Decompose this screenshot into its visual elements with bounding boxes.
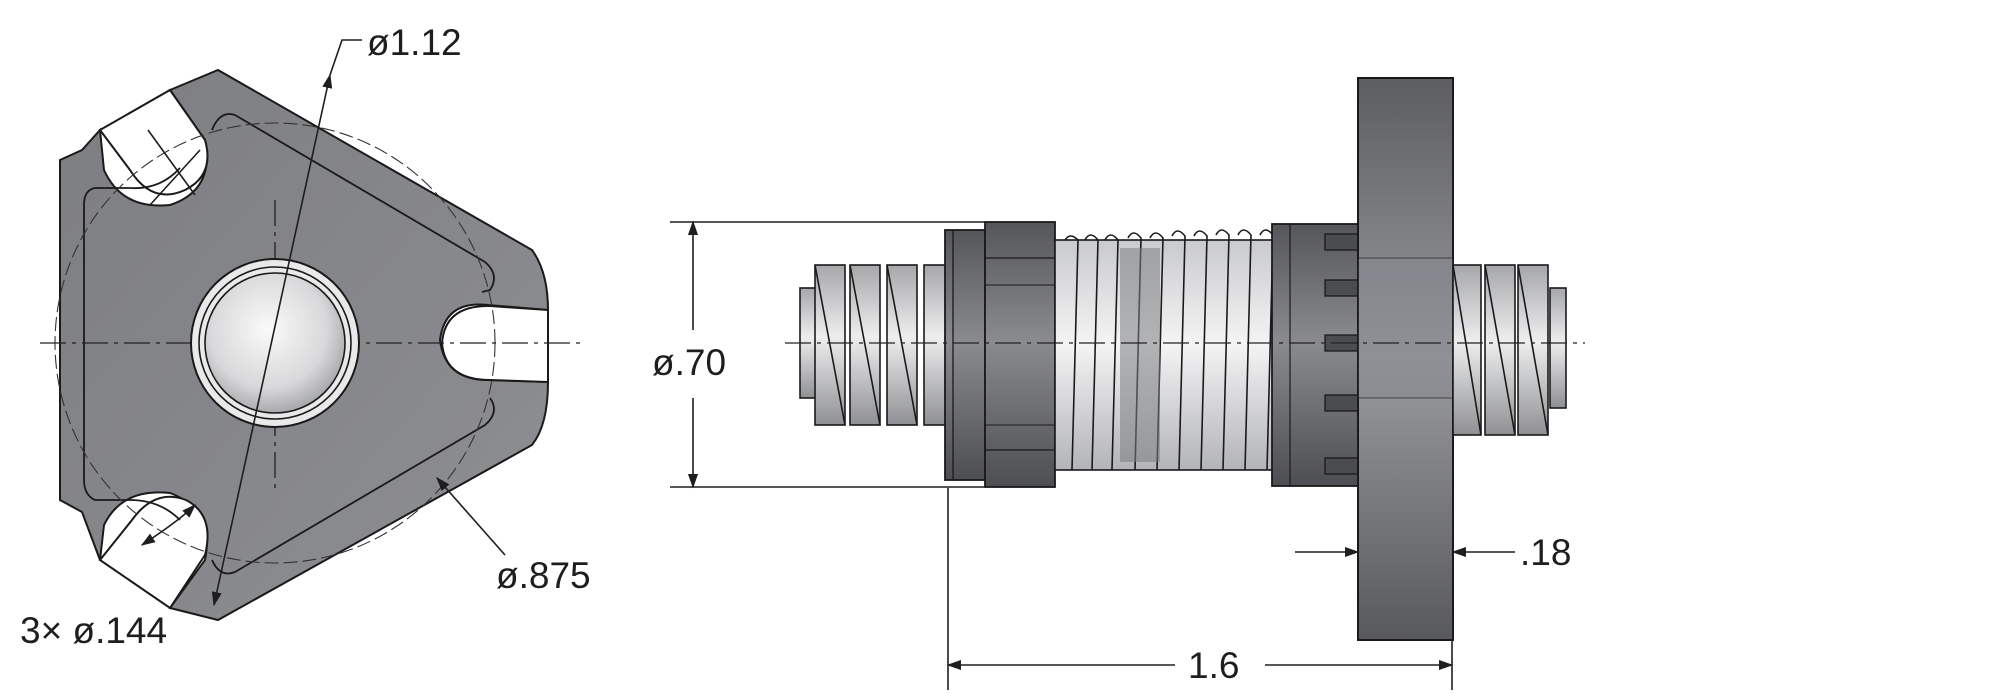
- inner-face-outline: [83, 113, 495, 575]
- flange-hub: [1357, 257, 1454, 399]
- hole-angle-line-top2: [149, 149, 201, 206]
- diameter-label: ø.70: [652, 342, 726, 383]
- bolt-circle-leader: [436, 476, 506, 556]
- left-thread: [799, 264, 947, 426]
- left-collar: [944, 229, 986, 481]
- pitch-label-leader: [329, 39, 362, 76]
- pitch-diameter-line: [211, 73, 333, 607]
- pitch-circle-label: ø1.12: [367, 22, 462, 63]
- slot-top: [98, 88, 209, 196]
- right-hex-body: [1271, 223, 1359, 487]
- hex-nut: [984, 221, 1056, 488]
- right-thread: [1452, 264, 1567, 436]
- side-view: [670, 77, 1585, 690]
- hole-angle-line-top: [147, 129, 196, 196]
- bolt-circle-label: ø.875: [496, 555, 591, 596]
- front-view: [40, 39, 580, 622]
- right-hex-slots: [1324, 233, 1359, 475]
- center-bore: [204, 272, 346, 414]
- spring-core: [1054, 239, 1276, 471]
- hole-count-label: 3× ø.144: [20, 610, 167, 651]
- flange-thickness-label: .18: [1520, 532, 1571, 573]
- hole-dim-arc: [140, 503, 197, 546]
- spring-coils: [1064, 229, 1274, 471]
- length-label: 1.6: [1188, 645, 1239, 686]
- spring-inner-shadow: [1120, 248, 1160, 462]
